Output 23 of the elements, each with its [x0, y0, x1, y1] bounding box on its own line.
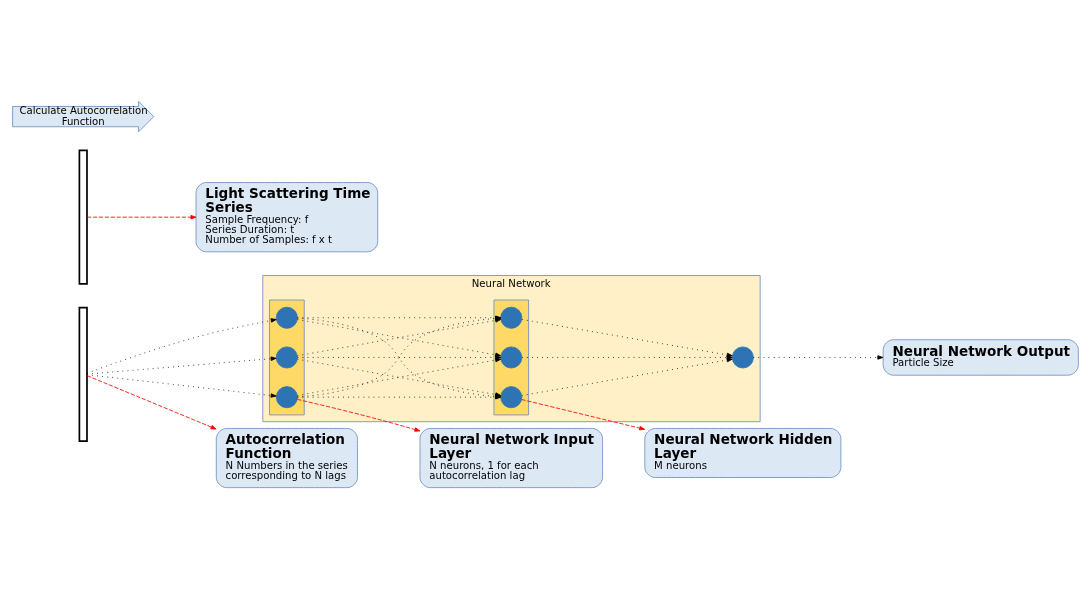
- node-circle: [275, 386, 298, 409]
- arrow: [296, 398, 421, 432]
- arrow: [86, 375, 217, 430]
- node-box: Light Scattering Time Series Sample Frequency: f Series Duration: t Number of Samples: f x t: [195, 182, 379, 253]
- node-circle: [275, 306, 298, 329]
- node-bracket: [78, 306, 88, 442]
- arrow: [86, 318, 277, 374]
- node-circle: [500, 386, 523, 409]
- arrow: [86, 214, 197, 220]
- node-circle: [500, 346, 523, 369]
- arrow: [521, 357, 733, 396]
- node-box: Neural Network Input Layer N neurons, 1 for each autocorrelation lag: [419, 428, 603, 489]
- node-circle: [731, 346, 754, 369]
- cluster: Neural Network: [262, 275, 761, 423]
- arrow: [521, 399, 646, 431]
- node-circle: [275, 346, 298, 369]
- arrow: [86, 356, 277, 375]
- arrow: [521, 355, 733, 360]
- node-box: Neural Network Output Particle Size: [882, 339, 1079, 376]
- node-box: Neural Network Hidden Layer M neurons: [644, 428, 842, 478]
- node-bracket: [78, 149, 88, 285]
- node-circle: [500, 306, 523, 329]
- node-box: Autocorrelation Function N Numbers in the series corresponding to N lags: [215, 428, 358, 489]
